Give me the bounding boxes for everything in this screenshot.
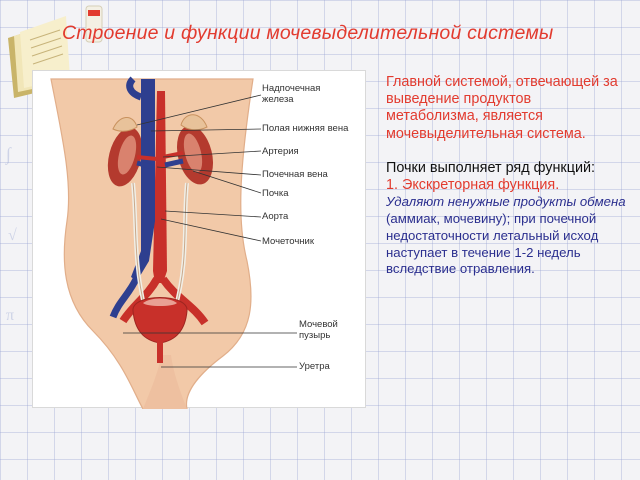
label-kidney: Почка	[262, 188, 289, 199]
slide-title: Строение и функции мочевыделительной сис…	[62, 22, 554, 44]
text-column: Главной системой, отвечающей за выведени…	[386, 74, 626, 278]
function-excretory: 1. Экскреторная функция.	[386, 177, 560, 194]
label-ureter: Мочеточник	[262, 236, 314, 247]
urinary-system-illustration	[50, 76, 297, 409]
label-artery: Артерия	[262, 146, 299, 157]
description-emphasis: Удаляют ненужные продукты обмена	[386, 194, 626, 210]
function-excretory-description: Удаляют ненужные продукты обмена (аммиак…	[386, 194, 626, 278]
svg-text:√: √	[8, 227, 17, 244]
svg-text:π: π	[6, 307, 14, 324]
functions-heading: Почки выполняет ряд функций:	[386, 159, 596, 176]
label-inferior-vena-cava: Полая нижняя вена	[262, 123, 349, 134]
margin-decoration: ∫ √ π	[5, 144, 17, 324]
label-renal-vein: Почечная вена	[262, 169, 328, 180]
label-adrenal-gland: Надпочечная железа	[262, 83, 321, 105]
label-urethra: Уретра	[299, 361, 330, 372]
svg-text:∫: ∫	[5, 144, 12, 165]
label-aorta: Аорта	[262, 211, 289, 222]
intro-paragraph: Главной системой, отвечающей за выведени…	[386, 74, 618, 142]
label-bladder: Мочевой пузырь	[299, 319, 338, 341]
anatomy-figure: Надпочечная железа Полая нижняя вена Арт…	[32, 70, 366, 409]
description-rest: (аммиак, мочевину); при почечной недоста…	[386, 211, 599, 277]
